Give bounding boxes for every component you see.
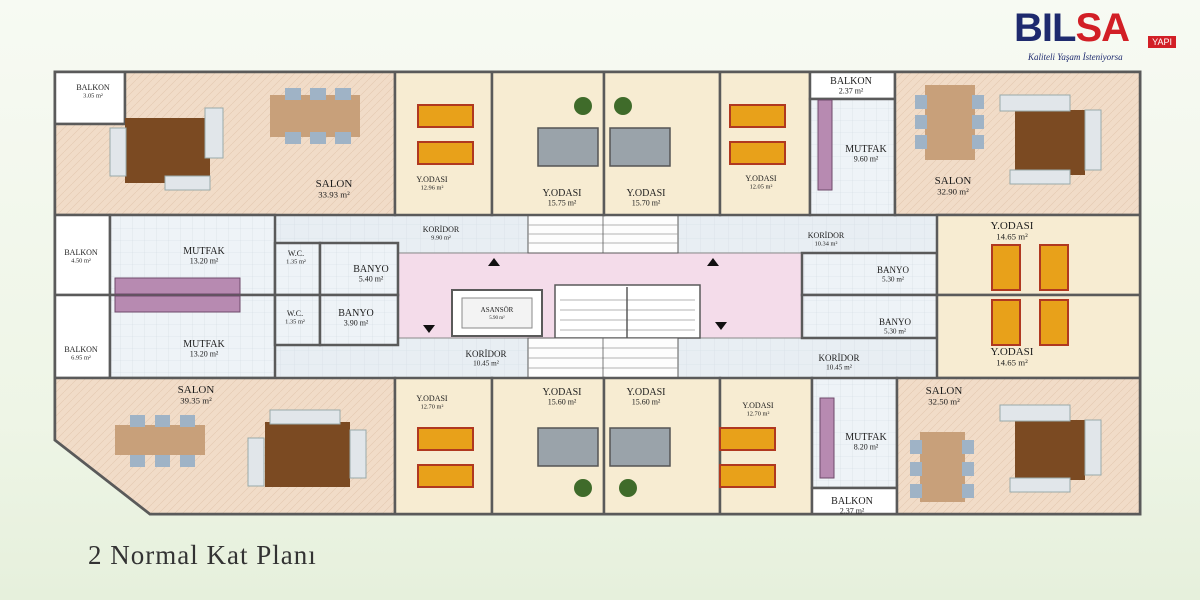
room-name-salon-nw: SALON — [316, 178, 353, 190]
room-area-banyo-w1: 5.40 m² — [359, 275, 384, 284]
room-area-balkon-se: 2.37 m² — [840, 507, 865, 516]
room-balkon-nw — [53, 70, 127, 126]
room-area-mutfak-ne: 9.60 m² — [854, 155, 879, 164]
room-area-yodasi-s1: 12.70 m² — [421, 404, 444, 411]
furniture-salon-ne — [915, 85, 1102, 185]
lobby-arrows — [423, 258, 727, 333]
room-balkon-w2 — [53, 293, 112, 380]
room-area-salon-se: 32.50 m² — [928, 396, 960, 406]
room-area-koridor-nw: 9.90 m² — [431, 235, 451, 242]
room-banyo-e2 — [800, 293, 939, 340]
room-name-yodasi-e1: Y.ODASI — [991, 220, 1034, 232]
room-name-banyo-e1: BANYO — [877, 265, 910, 275]
logo-brand-left: BIL — [1014, 6, 1076, 50]
room-name-balkon-se: BALKON — [831, 496, 873, 507]
room-area-banyo-e2: 5.30 m² — [884, 328, 906, 336]
room-name-balkon-w1: BALKON — [64, 248, 98, 257]
logo-wordmark: BILSA — [1014, 6, 1130, 51]
room-area-mutfak-se: 8.20 m² — [854, 443, 879, 452]
stair-steps-north — [527, 214, 679, 254]
plant-icons — [574, 97, 637, 497]
room-area-mutfak-w2: 13.20 m² — [190, 350, 219, 359]
brand-logo: BILSA YAPI Kaliteli Yaşam İsteniyorsa — [1008, 6, 1178, 68]
room-name-salon-se: SALON — [926, 385, 963, 397]
room-area-salon-ne: 32.90 m² — [937, 186, 969, 196]
room-area-balkon-w2: 6.95 m² — [71, 355, 91, 362]
kitchen-counters — [114, 99, 835, 479]
room-banyo-e1 — [800, 251, 939, 297]
plan-caption: 2 Normal Kat Planı — [88, 540, 317, 570]
asansor-label: ASANSÖR — [481, 306, 514, 314]
room-name-wc-2: W.C. — [287, 309, 303, 318]
room-name-mutfak-ne: MUTFAK — [845, 144, 887, 155]
room-name-banyo-e2: BANYO — [879, 317, 912, 327]
room-area-banyo-e1: 5.30 m² — [882, 276, 904, 284]
stair-steps-center — [560, 287, 695, 338]
room-name-balkon-nw: BALKON — [76, 83, 110, 92]
room-area-yodasi-s3: 15.60 m² — [632, 398, 661, 407]
room-name-mutfak-w1: MUTFAK — [183, 246, 225, 257]
elevator-car — [461, 297, 533, 329]
room-area-yodasi-s2: 15.60 m² — [548, 398, 577, 407]
bedroom-beds — [417, 104, 1069, 488]
room-name-yodasi-s1: Y.ODASI — [416, 394, 448, 403]
room-area-yodasi-n2: 15.75 m² — [548, 199, 577, 208]
room-name-wc-1: W.C. — [288, 249, 304, 258]
room-name-koridor-sw: KORİDOR — [465, 349, 506, 359]
furniture-salon-nw — [109, 88, 360, 191]
room-name-salon-ne: SALON — [935, 175, 972, 187]
room-area-koridor-se: 10.45 m² — [826, 364, 852, 372]
room-area-wc-2: 1.35 m² — [285, 319, 305, 326]
room-name-koridor-ne: KORİDOR — [808, 231, 845, 240]
room-area-mutfak-w1: 13.20 m² — [190, 257, 219, 266]
room-name-mutfak-w2: MUTFAK — [183, 339, 225, 350]
room-name-mutfak-se: MUTFAK — [845, 432, 887, 443]
room-name-yodasi-n3: Y.ODASI — [627, 188, 666, 199]
room-area-yodasi-e2: 14.65 m² — [996, 357, 1028, 367]
room-area-wc-1: 1.35 m² — [286, 259, 306, 266]
room-area-balkon-ne: 2.37 m² — [839, 87, 864, 96]
room-area-banyo-w2: 3.90 m² — [344, 319, 369, 328]
room-area-balkon-nw: 3.05 m² — [83, 93, 103, 100]
room-yodasi-e2 — [935, 293, 1142, 380]
room-area-yodasi-s4: 12.70 m² — [747, 411, 770, 418]
room-area-koridor-sw: 10.45 m² — [473, 360, 499, 368]
room-yodasi-e1 — [935, 213, 1142, 297]
room-area-koridor-ne: 10.34 m² — [815, 241, 838, 248]
room-name-yodasi-n1: Y.ODASI — [416, 175, 448, 184]
room-area-yodasi-n3: 15.70 m² — [632, 199, 661, 208]
room-name-salon-sw: SALON — [178, 384, 215, 396]
room-area-salon-nw: 33.93 m² — [318, 189, 350, 199]
furniture-salon-se — [910, 404, 1102, 502]
room-area-balkon-w1: 4.50 m² — [71, 258, 91, 265]
room-name-balkon-ne: BALKON — [830, 76, 872, 87]
room-area-salon-sw: 39.35 m² — [180, 395, 212, 405]
room-banyo-w2 — [318, 293, 400, 347]
room-name-balkon-w2: BALKON — [64, 345, 98, 354]
room-name-koridor-nw: KORİDOR — [423, 225, 460, 234]
room-name-yodasi-e2: Y.ODASI — [991, 346, 1034, 358]
logo-tagline: Kaliteli Yaşam İsteniyorsa — [1028, 52, 1123, 62]
room-name-banyo-w1: BANYO — [353, 264, 389, 275]
furniture-salon-sw — [115, 409, 367, 487]
room-name-banyo-w2: BANYO — [338, 308, 374, 319]
stair-steps-south — [527, 337, 679, 379]
room-area-yodasi-e1: 14.65 m² — [996, 231, 1028, 241]
room-name-koridor-se: KORİDOR — [818, 353, 859, 363]
logo-sub: YAPI — [1148, 36, 1176, 48]
room-name-yodasi-s3: Y.ODASI — [627, 387, 666, 398]
room-banyo-w1 — [318, 241, 400, 297]
asansor-area: 5.90 m² — [489, 315, 505, 321]
room-name-yodasi-n4: Y.ODASI — [745, 174, 777, 183]
room-wc-2 — [273, 293, 322, 347]
room-area-yodasi-n1: 12.96 m² — [421, 185, 444, 192]
logo-brand-right: SA — [1075, 6, 1130, 50]
room-name-yodasi-s4: Y.ODASI — [742, 401, 774, 410]
room-name-yodasi-n2: Y.ODASI — [543, 188, 582, 199]
room-area-yodasi-n4: 12.05 m² — [750, 184, 773, 191]
room-name-yodasi-s2: Y.ODASI — [543, 387, 582, 398]
